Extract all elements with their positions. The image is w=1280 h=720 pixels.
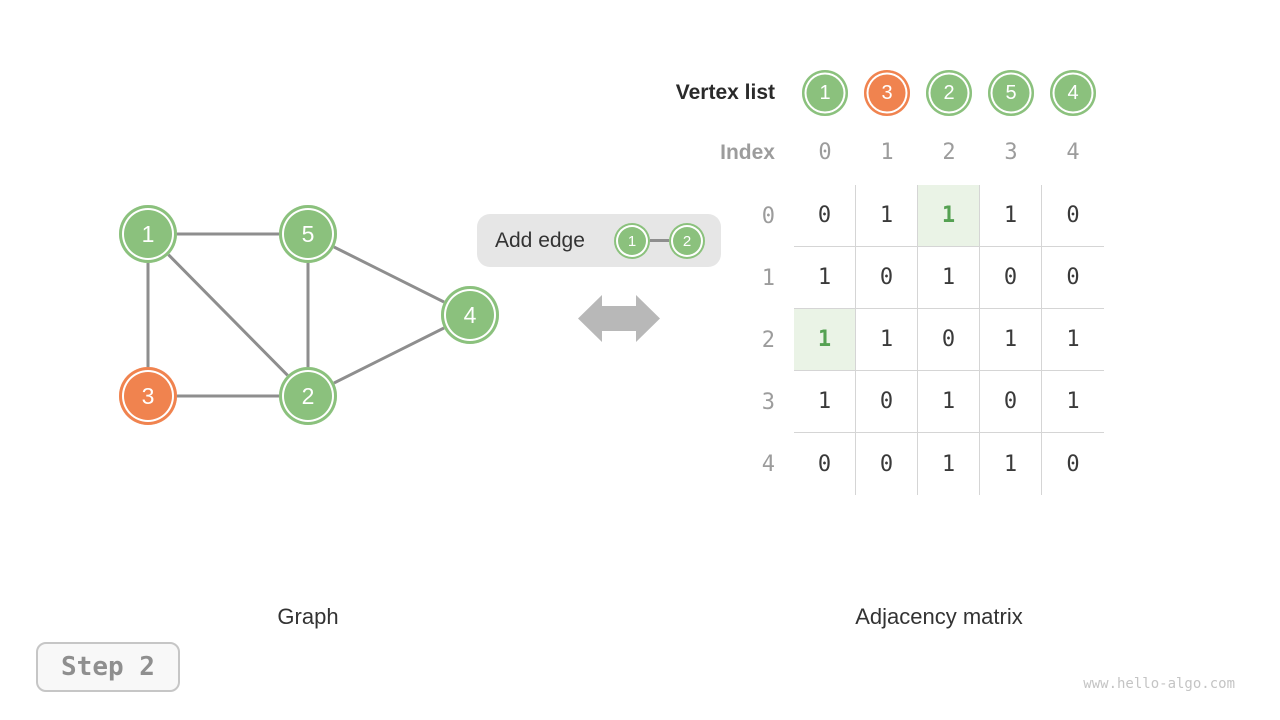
matrix-row-label-3: 3	[761, 389, 775, 415]
matrix-row-labels: 0 1 2 3 4	[735, 185, 775, 495]
matrix-cell-0-4: 0	[1042, 185, 1104, 247]
adjacency-matrix: 0 1 1 1 0 1 0 1 0 0 1 1 0 1 1 1 0 1 0 1 …	[794, 185, 1104, 495]
matrix-row-label-4: 4	[761, 451, 775, 477]
matrix-cell-4-4: 0	[1066, 451, 1080, 477]
matrix-cell-4-1: 0	[856, 433, 918, 495]
mini-node-label: 1	[627, 232, 637, 250]
vertex-circle-label: 1	[819, 81, 831, 104]
vertex-circle-label: 5	[1005, 81, 1017, 104]
matrix-cell-2-0: 1	[794, 309, 856, 371]
matrix-cell-4-2: 1	[918, 433, 980, 495]
vertex-circle-label: 4	[1067, 81, 1079, 104]
index-value-2: 2	[942, 139, 956, 165]
matrix-cell-2-4: 1	[1042, 309, 1104, 371]
swap-arrow-icon	[578, 295, 660, 342]
graph-node-label: 4	[463, 301, 477, 328]
vertex-circle-label: 3	[881, 81, 893, 104]
matrix-cell-3-1: 0	[856, 371, 918, 433]
matrix-cell-0-3: 1	[980, 185, 1042, 247]
graph-node-5: 5	[279, 205, 337, 263]
add-edge-badge: Add edge 1 2	[477, 214, 721, 267]
matrix-caption: Adjacency matrix	[855, 604, 1023, 629]
graph-node-label: 3	[141, 382, 155, 409]
index-row: 0 1 2 3 4	[794, 130, 1104, 174]
index-value-3: 3	[1004, 139, 1018, 165]
vertex-circle-1: 3	[864, 70, 910, 116]
matrix-cell-4-3: 1	[980, 433, 1042, 495]
mini-node-2: 2	[669, 223, 705, 259]
matrix-cell-1-1: 0	[856, 247, 918, 309]
matrix-row-label-0: 0	[761, 203, 775, 229]
graph-node-label: 1	[141, 220, 155, 247]
vertex-circle-2: 2	[926, 70, 972, 116]
matrix-row-label-1: 1	[761, 265, 775, 291]
graph-node-label: 2	[301, 382, 315, 409]
matrix-cell-2-1: 1	[856, 309, 918, 371]
mini-edge	[632, 239, 687, 242]
matrix-cell-1-2: 1	[918, 247, 980, 309]
matrix-cell-3-2: 1	[918, 371, 980, 433]
add-edge-label: Add edge	[495, 228, 585, 252]
graph-edge-1-2	[146, 232, 310, 398]
graph-node-label: 5	[301, 220, 315, 247]
matrix-cell-3-4: 1	[1042, 371, 1104, 433]
matrix-row-label-2: 2	[761, 327, 775, 353]
index-label: Index	[720, 141, 775, 164]
mini-node-1: 1	[614, 223, 650, 259]
graph-caption: Graph	[277, 604, 339, 629]
matrix-cell-2-3: 1	[980, 309, 1042, 371]
matrix-cell-0-1: 1	[856, 185, 918, 247]
index-value-4: 4	[1066, 139, 1080, 165]
matrix-cell-0-0: 0	[794, 185, 856, 247]
index-value-1: 1	[880, 139, 894, 165]
graph-node-4: 4	[441, 286, 499, 344]
vertex-circle-4: 4	[1050, 70, 1096, 116]
step-badge-label: Step 2	[61, 652, 155, 682]
matrix-cell-2-2: 0	[918, 309, 980, 371]
vertex-circle-0: 1	[802, 70, 848, 116]
matrix-cell-3-0: 1	[794, 371, 856, 433]
graph-node-2: 2	[279, 367, 337, 425]
matrix-cell-1-0: 1	[794, 247, 856, 309]
matrix-cell-0-2: 1	[918, 185, 980, 247]
graph-edge-2-4	[307, 313, 471, 398]
matrix-cell-4-0: 0	[794, 433, 856, 495]
matrix-cell-3-3: 0	[980, 371, 1042, 433]
vertex-circle-3: 5	[988, 70, 1034, 116]
vertex-list-label: Vertex list	[675, 81, 775, 104]
index-value-0: 0	[818, 139, 832, 165]
graph-node-1: 1	[119, 205, 177, 263]
step-badge[interactable]: Step 2	[36, 642, 180, 692]
mini-node-label: 2	[682, 232, 692, 250]
matrix-cell-1-4: 0	[1042, 247, 1104, 309]
vertex-circle-label: 2	[943, 81, 955, 104]
matrix-cell-1-3: 0	[980, 247, 1042, 309]
watermark: www.hello-algo.com	[1083, 676, 1235, 692]
graph-node-3: 3	[119, 367, 177, 425]
